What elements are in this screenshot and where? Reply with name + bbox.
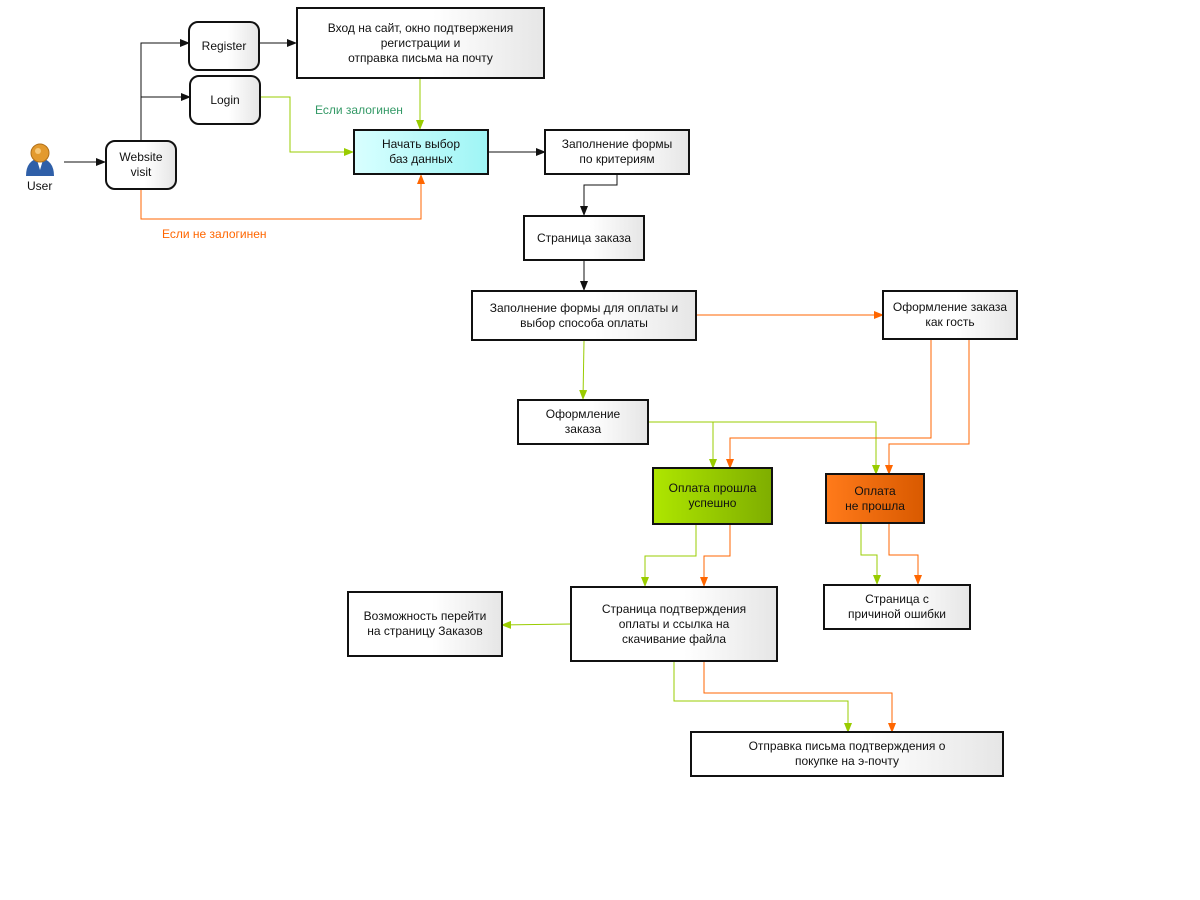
edge-criteria-order: [580, 175, 618, 216]
error-page-node[interactable]: Страница с причиной ошибки: [823, 584, 971, 630]
edge-website-startdb: [140, 174, 425, 220]
site-entry-node[interactable]: Вход на сайт, окно подтвержения регистра…: [296, 7, 545, 79]
confirm-page-node[interactable]: Страница подтверждения оплаты и ссылка н…: [570, 586, 778, 662]
payment-fail-node[interactable]: Оплата не прошла: [825, 473, 925, 524]
edge-label-logged-in: Если залогинен: [315, 103, 403, 117]
orders-link-node[interactable]: Возможность перейти на страницу Заказов: [347, 591, 503, 657]
edge-success-confirm: [641, 525, 697, 587]
register-node[interactable]: Register: [188, 21, 260, 71]
guest-order-node[interactable]: Оформление заказа как гость: [882, 290, 1018, 340]
payment-success-node[interactable]: Оплата прошла успешно: [652, 467, 773, 525]
edge-login-startdb: [261, 96, 354, 156]
start-db-node[interactable]: Начать выбор баз данных: [353, 129, 489, 175]
edge-confirm-email-orange: [703, 662, 896, 733]
edge-success-confirm-orange: [700, 525, 731, 587]
edge-guest-fail: [885, 340, 970, 475]
user-icon: [26, 143, 54, 176]
edge-label-not-logged-in: Если не залогинен: [162, 227, 267, 241]
payment-form-node[interactable]: Заполнение формы для оплаты и выбор спос…: [471, 290, 697, 341]
email-confirm-node[interactable]: Отправка письма подтверждения о покупке …: [690, 731, 1004, 777]
checkout-node[interactable]: Оформление заказа: [517, 399, 649, 445]
edge-confirm-orders: [501, 620, 572, 629]
order-page-node[interactable]: Страница заказа: [523, 215, 645, 261]
edge-payment-checkout: [579, 340, 588, 400]
login-node[interactable]: Login: [189, 75, 261, 125]
fill-criteria-node[interactable]: Заполнение формы по критериям: [544, 129, 690, 175]
edge-checkout-fail: [648, 421, 880, 475]
edge-confirm-email-green: [673, 662, 852, 733]
edge-website-register: [140, 39, 190, 141]
edge-fail-error: [860, 524, 881, 585]
website-visit-node[interactable]: Website visit: [105, 140, 177, 190]
user-label: User: [27, 179, 53, 193]
edge-fail-error-orange: [888, 524, 922, 585]
edge-checkout-success: [648, 421, 717, 469]
edge-guest-success: [726, 340, 932, 469]
